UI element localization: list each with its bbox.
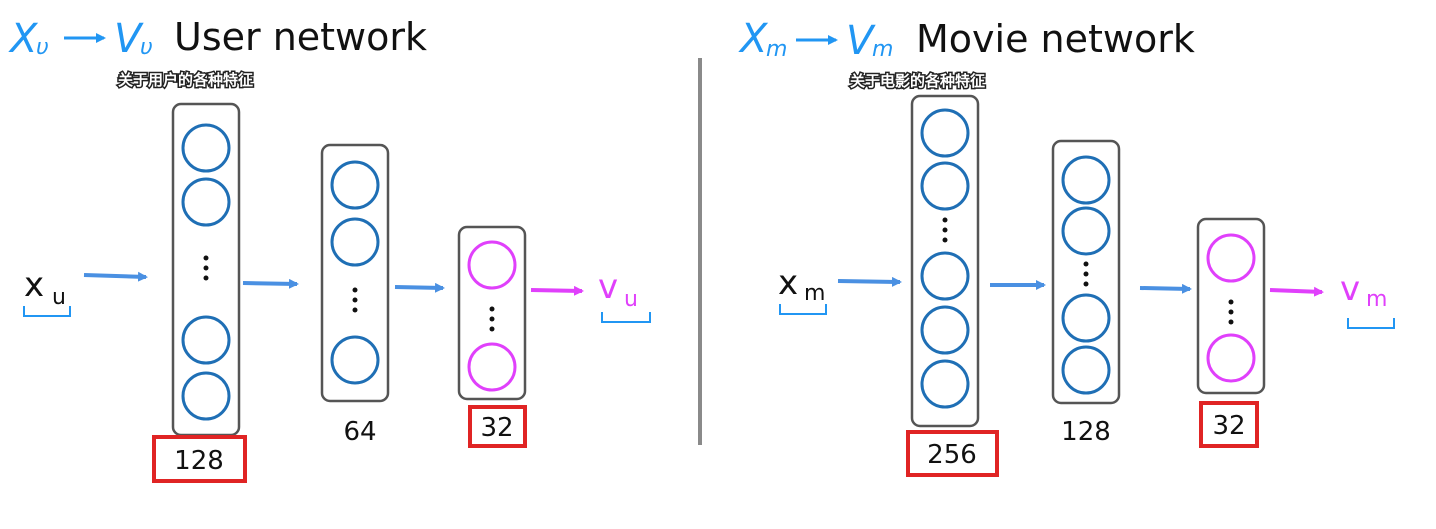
user-input-arrow xyxy=(83,271,148,282)
user-layer-3-highlight xyxy=(468,405,527,448)
user-input-brace xyxy=(23,306,71,317)
user-layer-1-ellipsis-dot xyxy=(203,275,209,281)
user-input-sub: u xyxy=(52,285,66,310)
user-output-sub: u xyxy=(624,287,638,312)
user-input-label: x xyxy=(24,265,44,305)
user-layer-3-neuron xyxy=(467,240,517,290)
movie-layer-3-highlight xyxy=(1199,401,1259,448)
movie-layer-3-ellipsis-dot xyxy=(1228,319,1234,325)
movie-layer-3-ellipsis-dot xyxy=(1228,299,1234,305)
user-layer-2-units: 64 xyxy=(343,417,376,447)
user-layer-2-ellipsis-dot xyxy=(352,307,358,313)
movie-layer-3-box xyxy=(1196,217,1266,395)
user-hand-x: X xyxy=(8,16,39,62)
user-layer-3: 32 xyxy=(457,225,527,448)
movie-input-sub: m xyxy=(804,281,825,306)
user-layer-1-units: 128 xyxy=(174,446,224,476)
movie-network: X m V m Movie network 关于电影的各种特征 x m 256 xyxy=(738,16,1395,477)
user-layer-1-neuron xyxy=(181,123,231,173)
movie-arrow-2-3 xyxy=(1139,283,1192,294)
movie-layer-2-neuron xyxy=(1061,345,1111,395)
movie-output-label: v xyxy=(1340,269,1360,309)
user-arrow-1-2 xyxy=(242,278,299,289)
movie-layer-2-ellipsis-dot xyxy=(1083,271,1089,277)
movie-layer-1: 256 xyxy=(906,94,999,477)
user-layer-3-units: 32 xyxy=(480,413,513,443)
movie-layer-1-neuron xyxy=(920,359,970,409)
movie-layer-1-ellipsis-dot xyxy=(942,227,948,233)
user-layer-1-ellipsis-dot xyxy=(203,265,209,271)
user-layer-2-ellipsis-dot xyxy=(352,297,358,303)
user-layer-1: 128 xyxy=(152,102,247,483)
user-hand-v: V xyxy=(114,16,144,62)
movie-hand-x-sub: m xyxy=(766,37,787,62)
movie-hand-v: V xyxy=(846,18,876,64)
user-layer-2-neuron xyxy=(330,217,380,267)
user-output-brace xyxy=(601,312,651,323)
movie-hand-v-sub: m xyxy=(872,37,893,62)
movie-layer-1-box xyxy=(910,94,980,428)
movie-layer-2: 128 xyxy=(1051,139,1121,447)
user-layer-2-ellipsis-dot xyxy=(352,287,358,293)
user-layer-1-neuron xyxy=(181,371,231,421)
movie-layer-2-ellipsis-dot xyxy=(1083,261,1089,267)
movie-network-title: Movie network xyxy=(916,17,1195,61)
user-output-label: v xyxy=(598,267,618,307)
movie-layer-1-highlight xyxy=(906,430,999,477)
user-network-title: User network xyxy=(174,15,427,59)
movie-output-sub: m xyxy=(1366,287,1387,312)
user-layer-1-highlight xyxy=(152,435,247,483)
movie-layer-3-neuron xyxy=(1206,333,1256,383)
movie-layer-2-neuron xyxy=(1061,155,1111,205)
user-layer-2-box xyxy=(320,143,390,403)
user-arrow-2-3 xyxy=(394,282,445,293)
movie-layer-3-neuron xyxy=(1206,233,1256,283)
movie-input-brace xyxy=(779,304,827,315)
movie-layer-2-neuron xyxy=(1061,293,1111,343)
movie-input-label: x xyxy=(778,263,798,303)
movie-output-arrow xyxy=(1269,286,1324,297)
movie-layer-1-neuron xyxy=(920,305,970,355)
movie-layer-2-units: 128 xyxy=(1061,417,1111,447)
user-layer-2-neuron xyxy=(330,335,380,385)
user-network: X υ V υ User network 关于用户的各种特征 x u 128 xyxy=(8,15,651,483)
user-layer-1-ellipsis-dot xyxy=(203,255,209,261)
movie-layer-1-neuron xyxy=(920,161,970,211)
user-layer-2: 64 xyxy=(320,143,390,447)
user-hand-v-sub: υ xyxy=(140,35,153,60)
movie-layer-3-ellipsis-dot xyxy=(1228,309,1234,315)
movie-hand-x: X xyxy=(738,16,769,62)
movie-layer-3-units: 32 xyxy=(1212,411,1245,441)
user-layer-3-box xyxy=(457,225,527,401)
user-layer-3-neuron xyxy=(467,342,517,392)
movie-layer-1-units: 256 xyxy=(927,440,977,470)
movie-layer-2-neuron xyxy=(1061,206,1111,256)
user-layer-3-ellipsis-dot xyxy=(489,306,495,312)
user-layer-3-ellipsis-dot xyxy=(489,326,495,332)
user-output-arrow xyxy=(530,285,584,296)
movie-layer-2-ellipsis-dot xyxy=(1083,281,1089,287)
movie-layer-1-ellipsis-dot xyxy=(942,237,948,243)
movie-caption: 关于电影的各种特征 xyxy=(850,72,985,90)
user-caption: 关于用户的各种特征 xyxy=(118,71,253,89)
user-layer-1-neuron xyxy=(181,177,231,227)
movie-layer-1-ellipsis-dot xyxy=(942,217,948,223)
user-layer-3-ellipsis-dot xyxy=(489,316,495,322)
user-layer-2-neuron xyxy=(330,160,380,210)
movie-output-brace xyxy=(1347,318,1395,329)
movie-layer-1-neuron xyxy=(920,108,970,158)
movie-layer-3: 32 xyxy=(1196,217,1266,448)
movie-input-arrow xyxy=(837,276,902,287)
user-layer-1-neuron xyxy=(181,315,231,365)
movie-layer-1-neuron xyxy=(920,251,970,301)
user-hand-x-sub: υ xyxy=(36,35,49,60)
